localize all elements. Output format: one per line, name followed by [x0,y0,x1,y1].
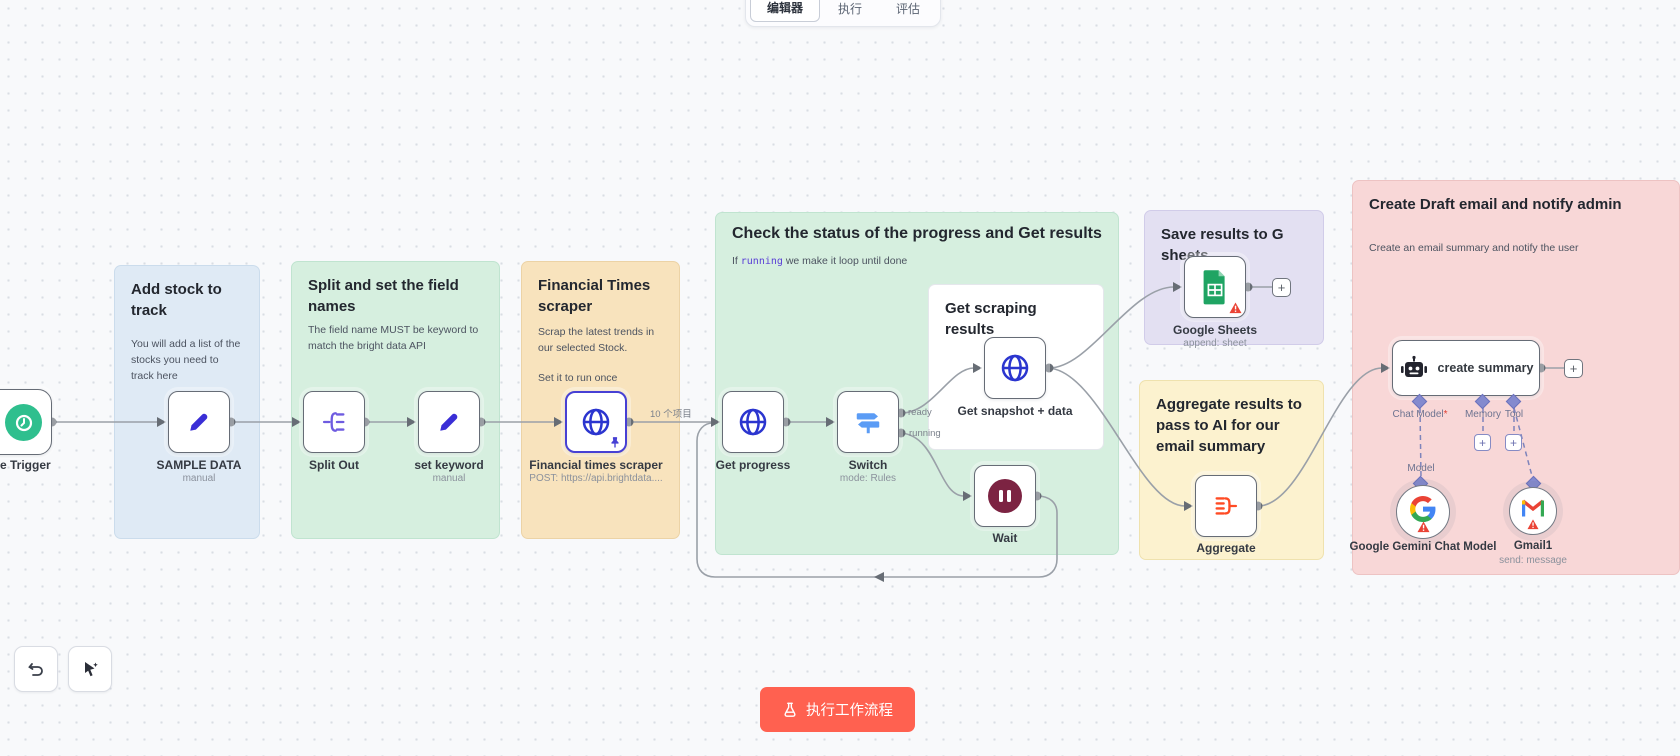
node-subtitle: manual [182,473,216,484]
sticky-body: If running we make it loop until done [732,255,908,268]
add-node-button[interactable]: + [1564,359,1583,378]
required-asterisk: * [1443,409,1448,420]
node-label: Schedule Trigger [0,458,51,472]
tab-evaluations[interactable]: 评估 [896,2,921,16]
sticky-title: Financial Times scraper [538,277,651,315]
tab-editor[interactable]: 编辑器 [750,0,821,22]
node-gmail[interactable] [1509,487,1557,535]
sticky-title: Aggregate results to pass to AI for our … [1156,396,1302,455]
globe-icon [580,406,612,438]
aggregate-icon [1212,492,1240,520]
switch-icon [853,407,883,437]
sticky-title: Add stock to track [131,281,222,319]
node-subtitle: POST: https://api.brightdata.... [529,473,663,484]
pin-icon [609,437,621,449]
node-schedule-trigger[interactable] [0,389,52,455]
globe-icon [999,352,1031,384]
gmail-icon [1521,499,1545,519]
node-gemini[interactable] [1396,485,1450,539]
node-label: Google Gemini Chat Model [1349,541,1497,553]
sticky-title: Create Draft email and notify admin [1369,196,1622,213]
node-get-snapshot[interactable] [984,337,1046,399]
node-subtitle: append: sheet [1183,338,1247,349]
switch-output-running-label: running [909,428,941,439]
node-label: Google Sheets [1172,323,1258,337]
sticky-body: Set it to run once [538,371,618,384]
undo-icon [26,659,46,679]
google-g-icon [1410,496,1436,522]
undo-button[interactable] [14,646,58,692]
node-label: Financial times scraper [529,458,663,472]
node-aggregate[interactable] [1195,475,1257,537]
switch-output-ready-label: ready [908,407,932,418]
node-wait[interactable] [974,465,1036,527]
tab-executions[interactable]: 执行 [838,2,863,16]
node-subtitle: send: message [1499,555,1567,566]
node-split-out[interactable] [303,391,365,453]
globe-icon [737,406,769,438]
sticky-body: Create an email summary and notify the u… [1369,242,1579,254]
clock-icon [5,404,42,441]
node-label: set keyword [414,458,484,472]
node-get-progress[interactable] [722,391,784,453]
robot-icon [1399,355,1429,381]
sticky-body: You will add a list of the stocks you ne… [131,338,241,382]
node-subtitle: manual [432,473,466,484]
google-sheets-icon [1200,269,1230,305]
node-inline-label: create summary [1437,361,1534,375]
execute-workflow-label: 执行工作流程 [806,703,893,719]
model-port-label: Model [1407,463,1435,474]
sticky-title: Check the status of the progress and Get… [732,225,1102,242]
warning-icon [1229,302,1242,314]
node-label: Split Out [309,458,359,472]
warning-icon [1527,519,1539,530]
node-switch[interactable] [837,391,899,453]
port-tool-label: Tool [1504,409,1524,420]
sticky-title: Split and set the field names [308,277,459,315]
node-label: Get snapshot + data [957,404,1073,418]
node-label: Gmail1 [1513,540,1553,552]
node-google-sheets[interactable] [1184,256,1246,318]
node-subtitle: mode: Rules [839,473,897,484]
node-label: Wait [992,531,1018,545]
node-label: Get progress [715,458,791,472]
node-sample-data[interactable] [168,391,230,453]
sticky-title: Get scraping results [945,300,1037,338]
tidy-up-button[interactable] [68,646,112,692]
execute-workflow-button[interactable]: 执行工作流程 [760,687,915,732]
add-memory-button[interactable]: + [1474,434,1491,451]
node-ft-scraper[interactable] [565,391,627,453]
node-set-keyword[interactable] [418,391,480,453]
view-tabbar: 编辑器 执行 评估 [745,0,942,27]
sticky-body: The field name MUST be keyword to match … [308,324,479,352]
sticky-body: Scrap the latest trends in our selected … [538,326,655,354]
add-node-button[interactable]: + [1272,278,1291,297]
node-create-summary[interactable]: create summary [1392,340,1540,396]
node-label: SAMPLE DATA [156,458,242,472]
pause-icon [988,479,1022,513]
code-running: running [740,256,783,268]
flask-icon [782,702,798,718]
port-memory-label: Memory [1464,409,1502,420]
pencil-icon [184,407,214,437]
node-label: Aggregate [1196,541,1256,555]
warning-icon [1417,521,1430,533]
split-out-icon [320,408,348,436]
items-count-label: 10 个项目 [650,409,692,420]
add-tool-button[interactable]: + [1505,434,1522,451]
port-chat-model-label: Chat Model* [1392,409,1448,420]
pencil-icon [434,407,464,437]
magic-pointer-icon [80,659,100,679]
node-label: Switch [848,458,888,472]
